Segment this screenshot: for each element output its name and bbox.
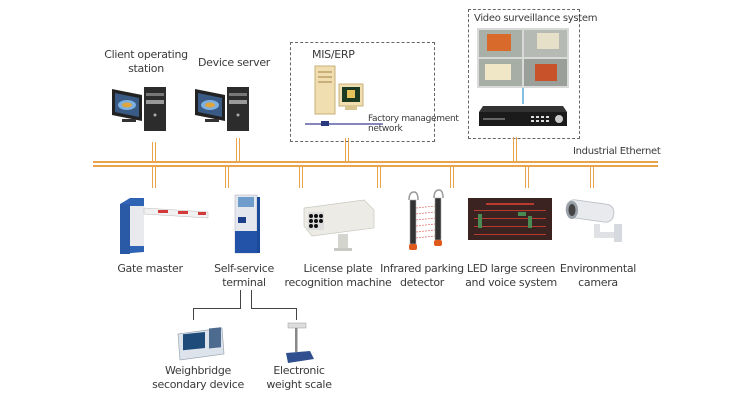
license-plate-label: License plate recognition machine: [282, 262, 394, 290]
connector: [152, 142, 156, 162]
sub-connector: [240, 290, 242, 308]
sub-connector: [193, 308, 241, 310]
weighbridge-device-icon: [177, 327, 225, 361]
label-line: Self-service: [214, 262, 274, 275]
label-line: Infrared parking: [380, 262, 464, 275]
label-line: station: [128, 62, 164, 75]
environmental-camera-icon: [565, 199, 622, 242]
connector: [236, 138, 240, 162]
video-surveillance-group: [468, 9, 580, 139]
label-line: Client operating: [104, 48, 188, 61]
label-line: terminal: [222, 276, 266, 289]
device-server-icon: [195, 87, 249, 131]
client-computer-icon: [112, 87, 166, 131]
label-line: detector: [399, 276, 445, 289]
label-line: Gate master: [117, 262, 183, 275]
connector: [590, 166, 594, 188]
electronic-scale-label: Electronic weight scale: [256, 364, 342, 392]
mis-erp-title: MIS/ERP: [312, 48, 355, 61]
ethernet-bus-line: [93, 161, 658, 163]
label-line: camera: [578, 276, 618, 289]
sub-connector: [296, 308, 298, 320]
connector: [525, 166, 529, 188]
environmental-camera-label: Environmental camera: [552, 262, 644, 290]
led-screen-label: LED large screen and voice system: [462, 262, 560, 290]
label-line: Environmental: [559, 262, 637, 275]
label-line: Electronic: [273, 364, 325, 377]
label-line: recognition machine: [284, 276, 392, 289]
label-line: License plate: [303, 262, 373, 275]
client-station-label: Client operating station: [98, 48, 194, 76]
factory-network-label: Factory management network: [368, 114, 459, 134]
infrared-detector-icon: [408, 189, 444, 250]
self-service-terminal-icon: [234, 194, 260, 254]
label-line: Factory management: [368, 114, 459, 124]
self-service-terminal-label: Self-service terminal: [196, 262, 292, 290]
label-line: secondary device: [152, 378, 244, 391]
video-surveillance-title: Video surveillance system: [474, 13, 598, 24]
label-line: Weighbridge: [164, 364, 231, 377]
mis-erp-server-icon: [305, 65, 383, 126]
weighbridge-label: Weighbridge secondary device: [150, 364, 246, 392]
industrial-ethernet-label: Industrial Ethernet: [573, 146, 661, 157]
gate-master-icon: [120, 198, 209, 254]
connector: [225, 166, 229, 188]
led-screen-icon: [468, 198, 552, 240]
ethernet-bus-line: [93, 165, 658, 167]
sub-connector: [193, 308, 195, 320]
infrared-detector-label: Infrared parking detector: [376, 262, 468, 290]
device-server-label: Device server: [197, 56, 271, 69]
label-line: network: [368, 124, 403, 134]
mis-erp-group: [290, 42, 435, 142]
connector: [299, 166, 303, 188]
video-wall-icon: [477, 28, 569, 126]
label-line: weight scale: [266, 378, 332, 391]
label-line: LED large screen: [466, 262, 556, 275]
license-plate-camera-icon: [303, 199, 375, 251]
label-line: and voice system: [465, 276, 557, 289]
connector: [513, 137, 517, 162]
gate-master-label: Gate master: [100, 262, 200, 276]
sub-connector: [251, 308, 297, 310]
connector: [377, 166, 381, 188]
electronic-scale-icon: [286, 322, 314, 363]
connector: [152, 166, 156, 188]
connector: [345, 138, 349, 162]
sub-connector: [251, 290, 253, 308]
connector: [450, 166, 454, 188]
